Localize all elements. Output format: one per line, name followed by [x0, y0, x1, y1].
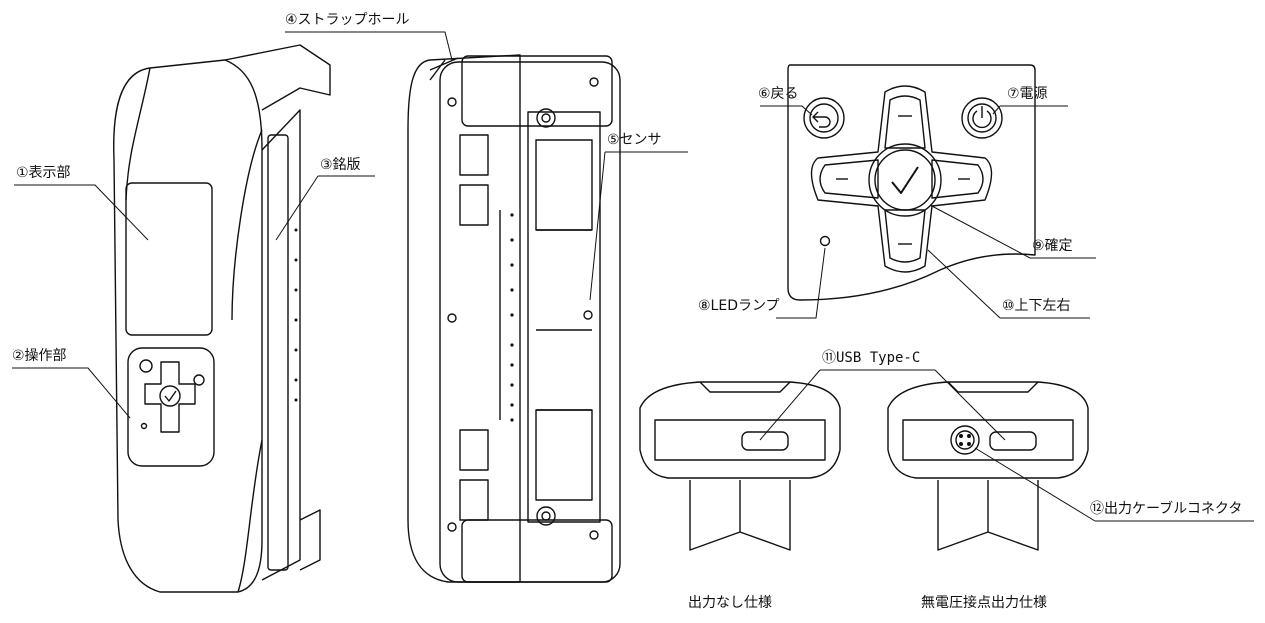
device-back-view	[407, 54, 621, 583]
label-output-connector: ⑫出力ケーブルコネクタ	[1090, 501, 1243, 517]
label-sensor: ⑤センサ	[607, 132, 662, 148]
label-display: ①表示部	[16, 165, 71, 181]
operation-panel-closeup	[787, 64, 1036, 301]
display-screen	[125, 182, 213, 336]
leader-lines	[12, 31, 1254, 522]
label-back: ⑥戻る	[758, 86, 799, 102]
label-nameplate: ③銘版	[320, 157, 361, 173]
nameplate-panel	[267, 134, 289, 571]
label-strap-hole: ④ストラップホール	[285, 12, 410, 28]
bottom-view-no-output	[639, 381, 841, 551]
label-operation: ②操作部	[12, 348, 67, 364]
caption-dry-contact: 無電圧接点出力仕様	[921, 595, 1047, 611]
keypad-panel	[127, 347, 215, 467]
caption-no-output: 出力なし仕様	[688, 595, 772, 611]
power-icon	[972, 106, 992, 129]
device-front-view	[113, 44, 331, 593]
led-lamp	[819, 235, 831, 247]
label-usb: ⑪USB Type-C	[822, 350, 921, 366]
label-confirm: ⑨確定	[1032, 238, 1073, 254]
checkmark-icon	[891, 166, 919, 194]
label-direction: ⑩上下左右	[1002, 298, 1071, 314]
bottom-view-dry-contact	[887, 381, 1089, 551]
back-arrow-icon	[812, 111, 831, 128]
label-power: ⑦電源	[1007, 86, 1048, 102]
label-led: ⑧LEDランプ	[698, 298, 780, 314]
